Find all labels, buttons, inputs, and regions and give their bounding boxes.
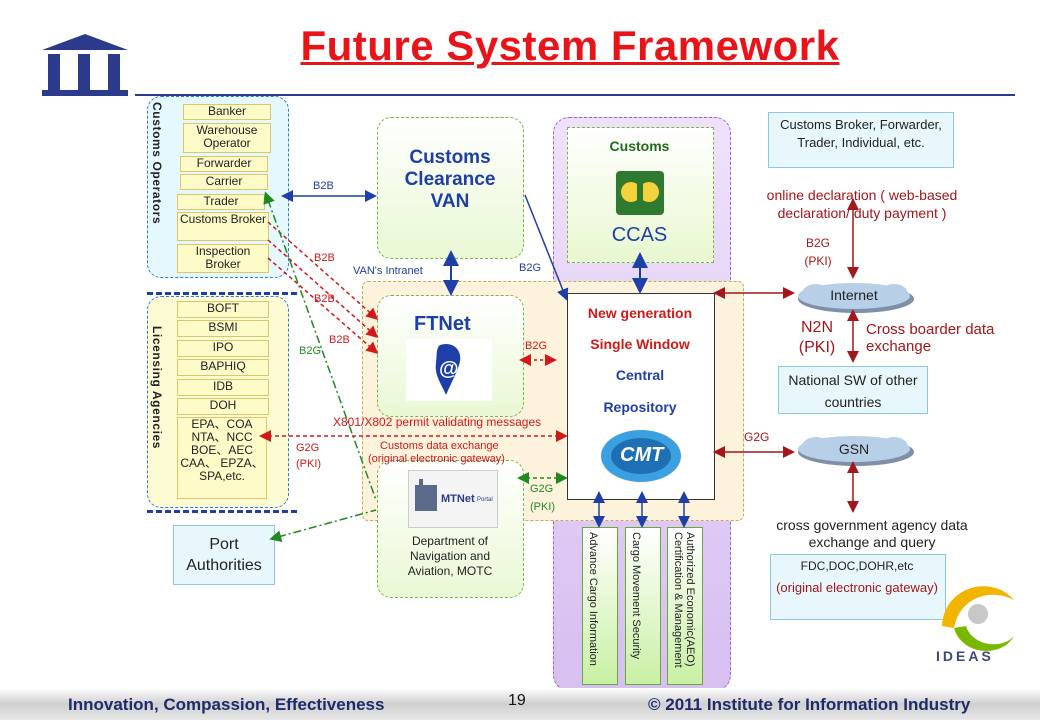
fdc-gateway-label: (original electronic gateway)	[776, 580, 938, 595]
brokers-box: Customs Broker, Forwarder, Trader, Indiv…	[768, 112, 954, 168]
gsn-label: GSN	[838, 441, 870, 457]
cmt-text: CMT	[620, 444, 664, 466]
panel-dash-bottom	[147, 510, 297, 513]
chip-carrier: Carrier	[180, 174, 268, 190]
port-authorities-box: Port Authorities	[173, 525, 275, 585]
chip-customs-broker: Customs Broker	[177, 212, 269, 241]
repository-line-2: Single Window	[590, 336, 690, 352]
gsn-cloud: GSN	[794, 432, 918, 468]
repository-line-3: Central	[615, 367, 665, 383]
ccas-label: CCAS	[611, 224, 668, 246]
customs-van-label: Customs Clearance VAN	[404, 147, 496, 212]
label-b2b-1: B2B	[314, 252, 335, 264]
chip-warehouse-operator: Warehouse Operator	[183, 123, 271, 153]
internet-cloud: Internet	[794, 279, 918, 315]
ftnet-label: FTNet	[414, 313, 471, 335]
label-b2g-top: B2G	[519, 262, 542, 274]
label-customs-data: Customs data exchange	[380, 440, 499, 452]
customs-label: Customs	[609, 138, 670, 154]
label-vans-intranet: VAN's Intranet	[353, 265, 423, 277]
national-sw-box: National SW of other countries	[778, 366, 928, 414]
navigation-dept-label: Department of Navigation and Aviation, M…	[407, 534, 493, 578]
customs-operators-label: Customs Operators	[150, 102, 164, 225]
cross-gov-text: cross government agency data exchange an…	[776, 517, 968, 550]
customs-emblem	[615, 170, 665, 216]
label-b2b-2: B2B	[314, 293, 335, 305]
iii-logo	[40, 32, 130, 98]
strip-cargo-movement-text: Cargo Movement Security	[630, 532, 642, 660]
repository-line-4: Repository	[603, 399, 677, 415]
label-b2g-mid: B2G	[525, 340, 548, 352]
ftnet-logo: @	[406, 339, 492, 401]
ideas-text: IDEAS	[936, 648, 994, 664]
ideas-logo: IDEAS	[922, 566, 1032, 676]
mtnet-logo: MTNet Portal	[408, 470, 498, 528]
fdc-label: FDC,DOC,DOHR,etc	[800, 559, 914, 573]
strip-advance-cargo: Advance Cargo Information	[582, 527, 618, 685]
label-b2b-top: B2B	[313, 180, 334, 192]
strip-cargo-movement: Cargo Movement Security	[625, 527, 661, 685]
chip-idb: IDB	[177, 379, 269, 396]
label-customs-data-gateway: (original electronic gateway)	[368, 453, 505, 465]
svg-text:@: @	[439, 358, 459, 380]
fdc-box	[770, 554, 946, 620]
footer-bar	[0, 688, 1040, 720]
cross-border-label: Cross boarder data exchange	[866, 321, 995, 355]
g2g-label: G2G	[744, 430, 770, 444]
licensing-agencies-label: Licensing Agencies	[150, 326, 164, 450]
label-g2g-pki-mid: G2G (PKI)	[530, 483, 556, 513]
online-declaration-text: online declaration ( web-based declarati…	[766, 187, 958, 221]
strip-advance-cargo-text: Advance Cargo Information	[587, 532, 599, 666]
chip-forwarder: Forwarder	[180, 156, 268, 172]
chip-boft: BOFT	[177, 301, 269, 318]
chip-banker: Banker	[183, 104, 271, 120]
footer-left: Innovation, Compassion, Effectiveness	[68, 695, 385, 714]
panel-dash-top	[147, 292, 297, 295]
footer-right: © 2011 Institute for Information Industr…	[648, 695, 971, 714]
internet-label: Internet	[830, 287, 878, 303]
page-title: Future System Framework	[300, 22, 840, 69]
chip-baphiq: BAPHIQ	[177, 359, 269, 376]
chip-bsmi: BSMI	[177, 320, 269, 337]
strip-aeo-text: Authorized Economic(AEO) Certification &…	[672, 532, 696, 668]
cmt-logo: CMT	[596, 426, 686, 486]
label-b2g-left: B2G	[299, 345, 322, 357]
chip-other-agencies: EPA、COA NTA、NCC BOE、AEC CAA、 EPZA、 SPA,e…	[177, 417, 267, 499]
mtnet-text: MTNet	[441, 493, 475, 505]
mtnet-portal-text: Portal	[477, 497, 493, 503]
chip-ipo: IPO	[177, 340, 269, 357]
page-number: 19	[508, 692, 526, 709]
label-b2b-3: B2B	[329, 334, 350, 346]
n2n-pki-label: N2N (PKI)	[798, 319, 836, 356]
title-divider	[135, 94, 1015, 96]
label-g2g-pki-left: G2G (PKI)	[296, 442, 322, 470]
repository-line-1: New generation	[587, 305, 693, 321]
chip-trader: Trader	[177, 194, 265, 210]
label-x801: X801/X802 permit validating messages	[333, 415, 542, 429]
b2g-pki-label: B2G (PKI)	[804, 236, 832, 268]
strip-aeo: Authorized Economic(AEO) Certification &…	[667, 527, 703, 685]
chip-doh: DOH	[177, 398, 269, 415]
